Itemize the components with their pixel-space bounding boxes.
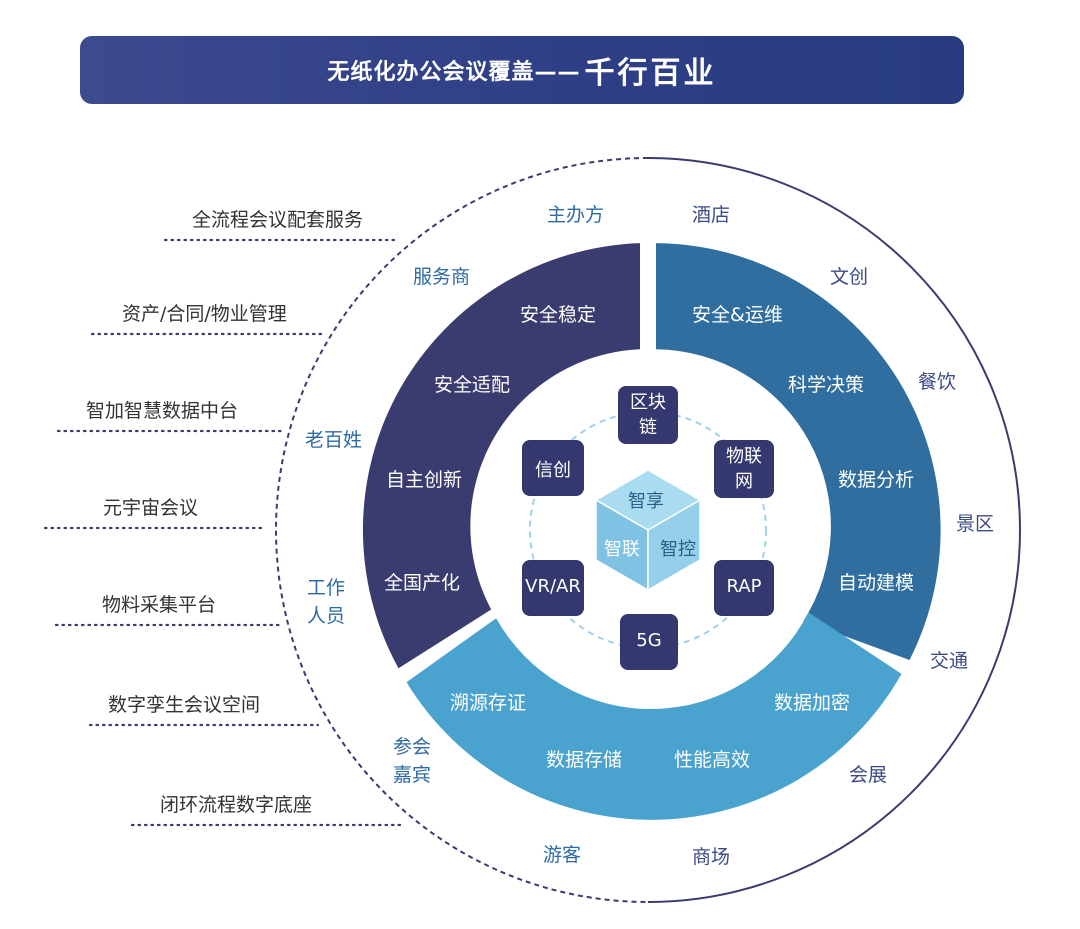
outer-label-mall: 商场	[692, 846, 731, 868]
left-item-metaverse: 元宇宙会议	[103, 497, 199, 519]
ring-bottom-segment	[406, 612, 902, 820]
outer-label-culture: 文创	[830, 266, 869, 288]
ring-right-segment	[656, 243, 941, 660]
tech-node-5g: 5G	[636, 630, 662, 651]
ring-left-label-adapt: 安全适配	[434, 374, 511, 396]
outer-label-expo: 会展	[849, 764, 888, 786]
outer-label-guest: 参会 嘉宾	[393, 736, 432, 786]
tech-node-xinchuang-box	[522, 440, 584, 496]
ring-bottom-label-performance: 性能高效	[674, 749, 751, 771]
left-item-service: 全流程会议配套服务	[192, 209, 364, 231]
left-item-digital-twin: 数字孪生会议空间	[108, 694, 261, 716]
outer-label-hotel: 酒店	[692, 204, 731, 226]
outer-label-catering: 餐饮	[918, 371, 957, 393]
outer-solid-arc	[647, 157, 1021, 903]
ring-bottom-label-encryption: 数据加密	[774, 692, 851, 714]
left-item-material: 物料采集平台	[102, 594, 217, 616]
outer-label-host: 主办方	[547, 204, 605, 226]
outer-label-tourist: 游客	[543, 844, 582, 866]
tech-node-xinchuang: 信创	[535, 460, 571, 481]
tech-node-blockchain-box	[618, 386, 678, 444]
title-prefix: 无纸化办公会议覆盖——	[327, 60, 581, 85]
ring-right-label-ops: 安全&运维	[692, 304, 783, 326]
hex-label-share: 智享	[628, 491, 664, 512]
left-item-asset: 资产/合同/物业管理	[122, 303, 287, 325]
hex-label-control: 智控	[660, 539, 696, 560]
tech-node-iot: 物联 网	[726, 446, 762, 492]
tech-node-rap: RAP	[726, 576, 762, 597]
ring-right-label-analysis: 数据分析	[838, 469, 915, 491]
ring-bottom-label-trace: 溯源存证	[450, 692, 527, 714]
title-main: 千行百业	[584, 56, 717, 91]
ring-left-label-domestic: 全国产化	[384, 572, 461, 594]
tech-node-5g-box	[620, 614, 678, 670]
hex-label-connect: 智联	[604, 539, 640, 560]
hexagon-cube	[594, 469, 702, 592]
ring-right-label-decision: 科学决策	[788, 374, 865, 396]
outer-label-staff: 工作 人员	[307, 577, 346, 627]
left-item-data-platform: 智加智慧数据中台	[86, 400, 239, 422]
outer-label-scenic: 景区	[956, 513, 995, 535]
tech-node-vrar: VR/AR	[525, 576, 581, 597]
outer-label-people: 老百姓	[305, 429, 363, 451]
outer-label-provider: 服务商	[413, 266, 471, 288]
ring-bottom-label-storage: 数据存储	[546, 749, 623, 771]
tech-node-iot-box	[714, 440, 774, 498]
title-banner: 无纸化办公会议覆盖—— 千行百业	[80, 36, 964, 104]
ring-left-label-innovation: 自主创新	[386, 469, 463, 491]
ring-left-label-stable: 安全稳定	[520, 304, 597, 326]
tech-node-blockchain: 区块 链	[630, 392, 666, 438]
ring-right-label-modeling: 自动建模	[838, 572, 915, 594]
ring-left-segment	[362, 243, 640, 669]
tech-node-rap-box	[714, 560, 774, 616]
outer-dashed-arc	[275, 157, 649, 903]
left-leaders	[43, 238, 407, 827]
tech-node-vrar-box	[522, 560, 584, 616]
outer-label-traffic: 交通	[930, 650, 969, 672]
left-item-closed-loop: 闭环流程数字底座	[160, 794, 313, 816]
